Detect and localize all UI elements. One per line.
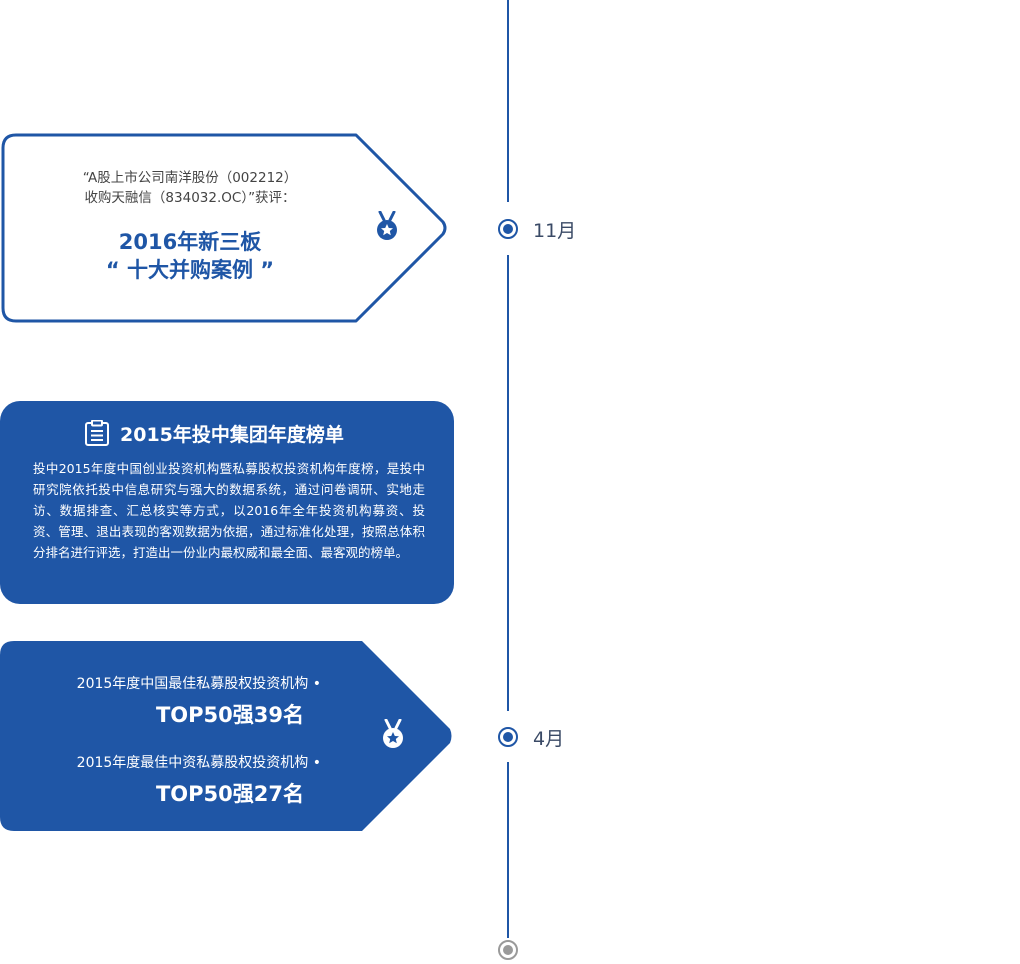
merger-quote-line1: “A股上市公司南洋股份（002212） (82, 170, 298, 186)
merger-award-card (1, 133, 447, 323)
timeline-node-4[interactable] (498, 727, 518, 747)
top50-item-rank: TOP50强39名 (155, 703, 304, 727)
clipboard-icon (85, 420, 109, 446)
timeline-line-segment (507, 762, 509, 938)
merger-award-line1: 2016年新三板 (118, 230, 262, 254)
medal-icon (377, 211, 397, 240)
top50-item-rank: TOP50强27名 (155, 782, 304, 806)
merger-quote-line2: 收购天融信（834032.OC）”获评： (84, 190, 296, 206)
top50-item-label: 2015年度中国最佳私募股权投资机构 • (76, 676, 321, 692)
timeline-node-11[interactable] (498, 219, 518, 239)
top50-card (0, 641, 452, 831)
timeline-line-segment (507, 0, 509, 202)
timeline-label-4: 4月 (533, 728, 565, 750)
timeline-line-segment (507, 255, 509, 711)
merger-award-title: 2016年新三板 “ 十大并购案例 ” (40, 228, 340, 284)
ranking-description: 投中2015年度中国创业投资机构暨私募股权投资机构年度榜，是投中研究院依托投中信… (33, 461, 425, 560)
top50-item-label: 2015年度最佳中资私募股权投资机构 • (76, 755, 321, 771)
merger-award-line2: “ 十大并购案例 ” (105, 258, 275, 282)
ranking-title: 2015年投中集团年度榜单 (120, 424, 344, 446)
timeline-label-11: 11月 (533, 220, 577, 242)
merger-quote: “A股上市公司南洋股份（002212） 收购天融信（834032.OC）”获评： (40, 168, 340, 208)
ranking-card (0, 401, 454, 604)
medal-icon (383, 719, 403, 748)
timeline-end-node (498, 940, 518, 960)
